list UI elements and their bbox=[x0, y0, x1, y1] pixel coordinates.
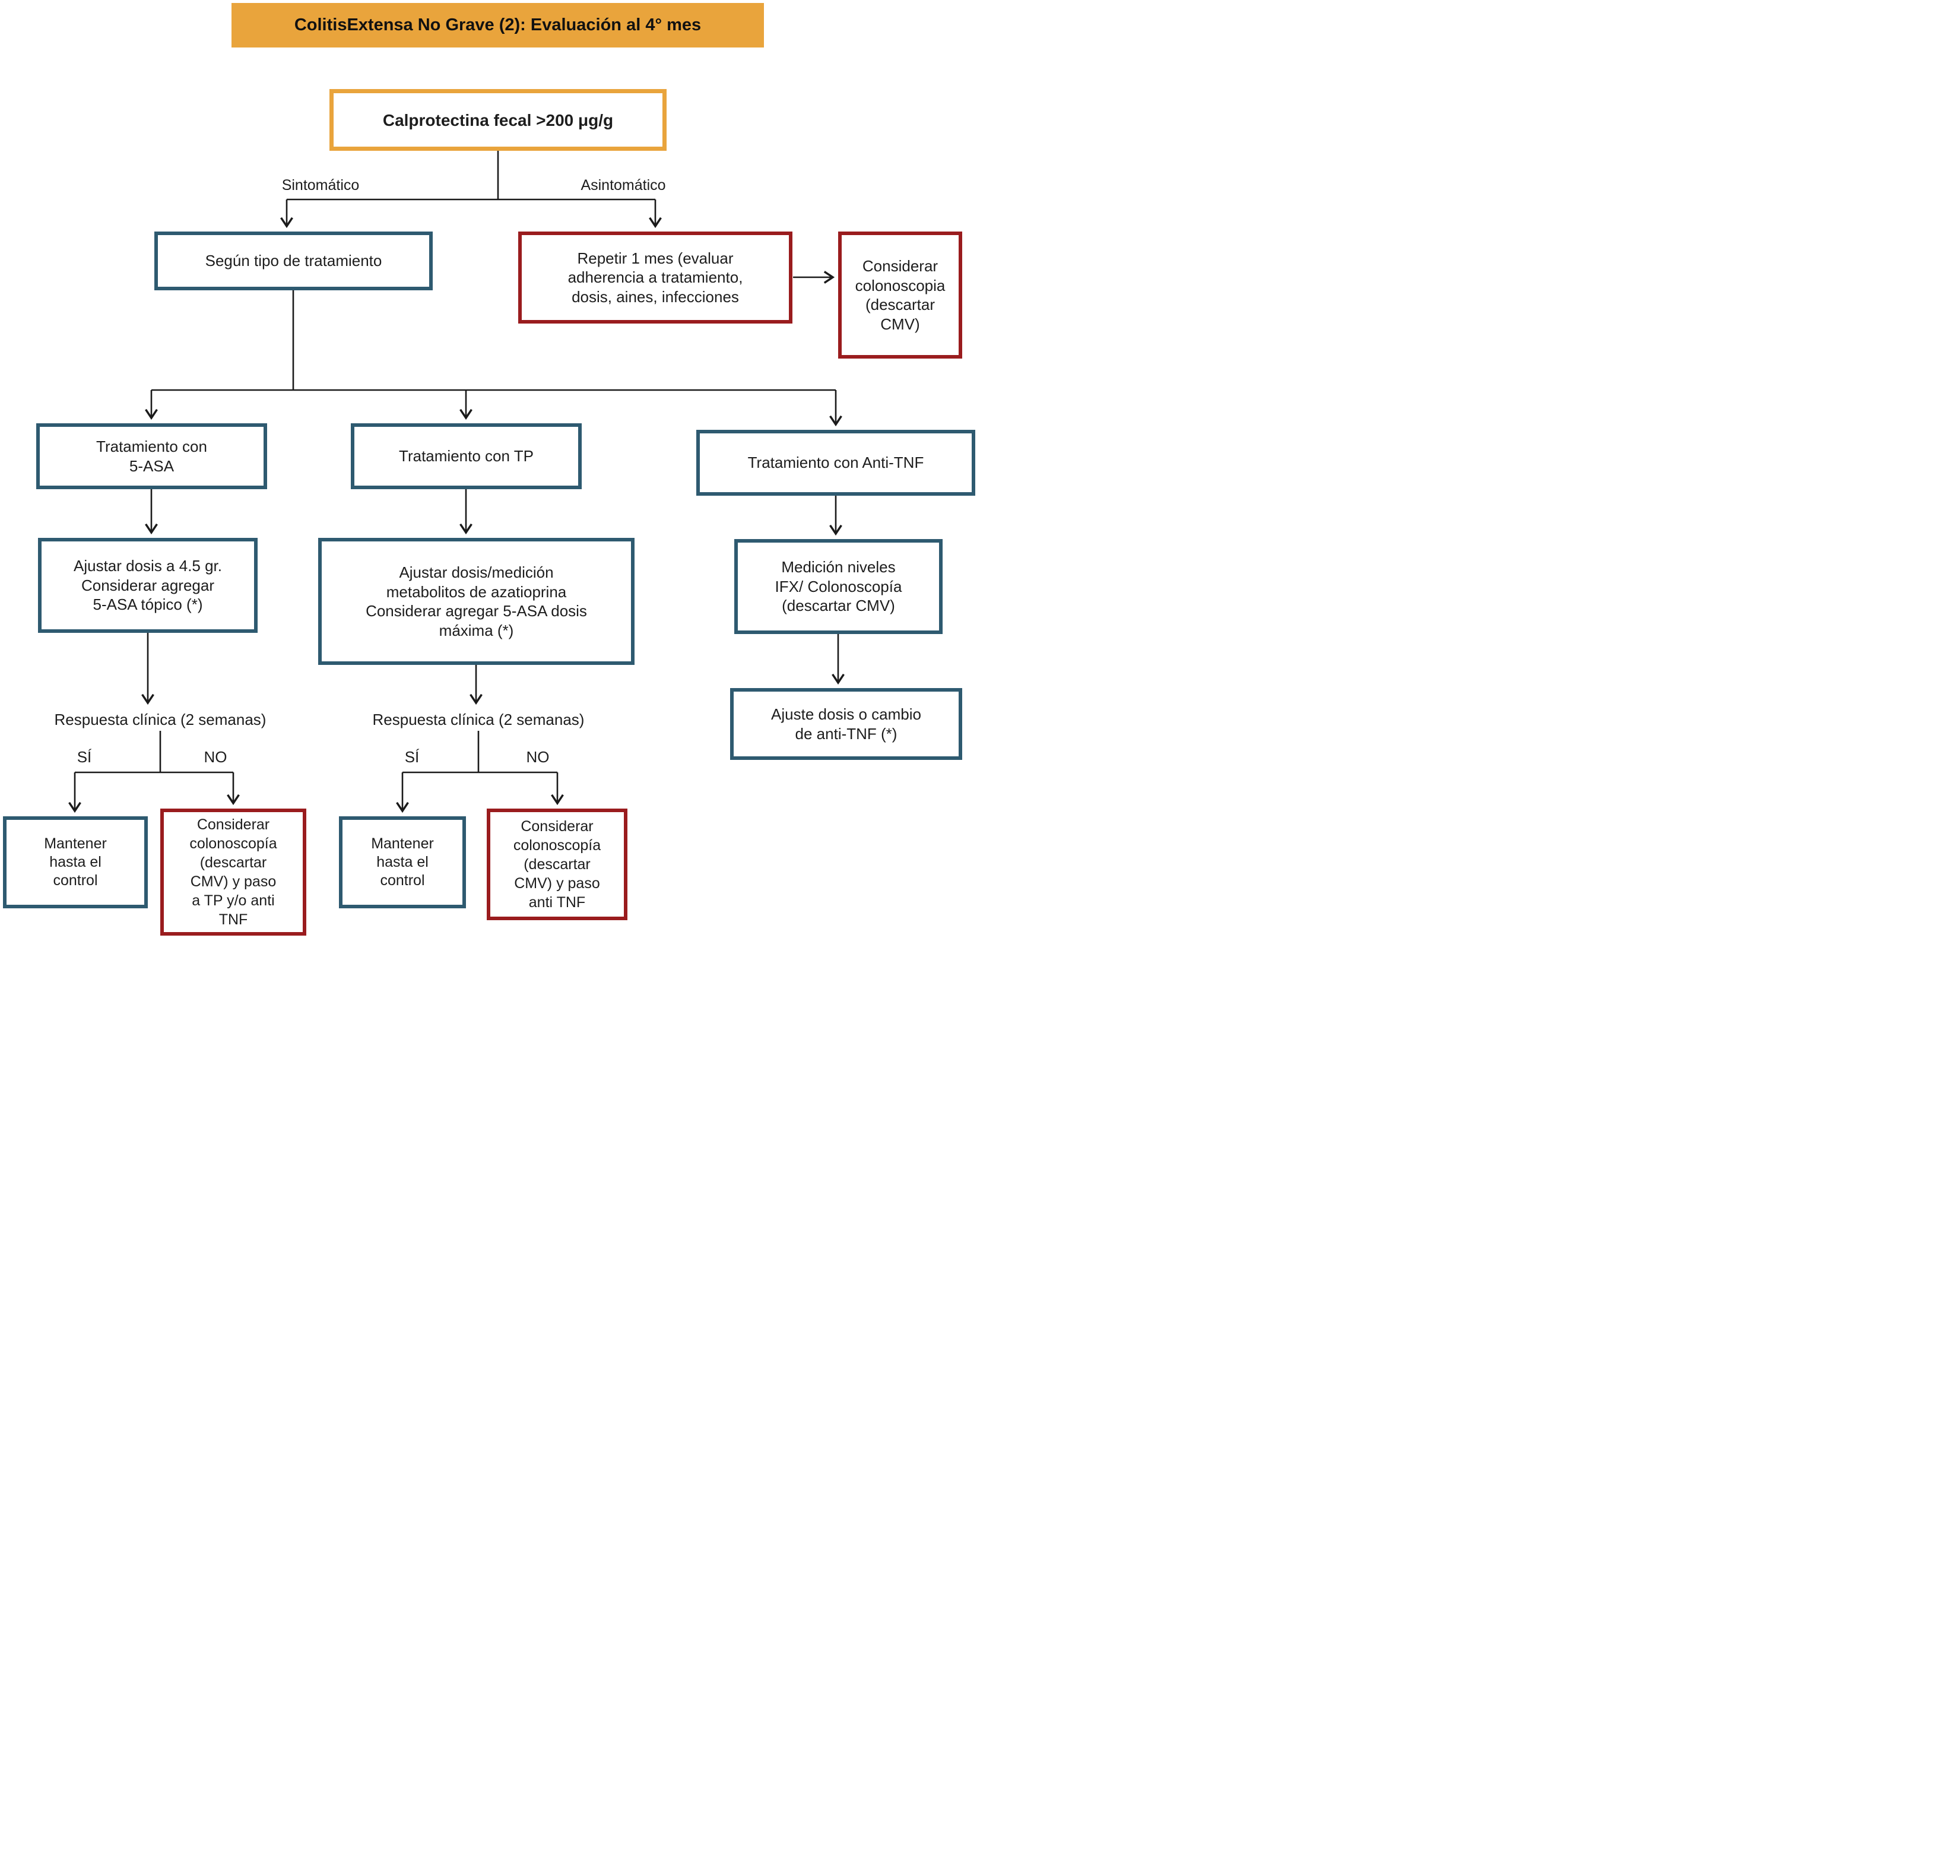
node-segun-tipo-tratamiento: Según tipo de tratamiento bbox=[154, 232, 433, 290]
node-ajustar-dosis-tp: Ajustar dosis/medición metabolitos de az… bbox=[318, 538, 635, 665]
label-no-tp: NO bbox=[526, 747, 550, 766]
node-mantener-control-tp: Mantener hasta el control bbox=[339, 816, 466, 908]
label-no-5asa: NO bbox=[204, 747, 227, 766]
branch-label-sintomatico: Sintomático bbox=[281, 177, 360, 194]
node-mantener-control-5asa: Mantener hasta el control bbox=[3, 816, 148, 908]
node-considerar-colonoscopia-tp: Considerar colonoscopía (descartar CMV) … bbox=[487, 809, 627, 920]
label-si-tp: SÍ bbox=[404, 747, 420, 766]
node-medicion-niveles-ifx: Medición niveles IFX/ Colonoscopía (desc… bbox=[734, 539, 943, 634]
node-considerar-colonoscopia-asintomatico: Considerar colonoscopia (descartar CMV) bbox=[838, 232, 962, 359]
page-title: ColitisExtensa No Grave (2): Evaluación … bbox=[231, 3, 764, 47]
node-repetir-1-mes: Repetir 1 mes (evaluar adherencia a trat… bbox=[518, 232, 792, 324]
node-tratamiento-5asa: Tratamiento con 5-ASA bbox=[36, 423, 267, 489]
branch-label-asintomatico: Asintomático bbox=[581, 177, 666, 194]
node-ajustar-dosis-5asa: Ajustar dosis a 4.5 gr. Considerar agreg… bbox=[38, 538, 258, 633]
connector-layer bbox=[68, 151, 845, 813]
label-respuesta-clinica-tp: Respuesta clínica (2 semanas) bbox=[372, 710, 585, 728]
label-respuesta-clinica-5asa: Respuesta clínica (2 semanas) bbox=[54, 710, 267, 728]
node-ajuste-dosis-antitnf: Ajuste dosis o cambio de anti-TNF (*) bbox=[730, 688, 962, 760]
node-calprotectina: Calprotectina fecal >200 μg/g bbox=[329, 89, 667, 151]
node-tratamiento-antitnf: Tratamiento con Anti-TNF bbox=[696, 430, 975, 496]
node-considerar-colonoscopia-5asa: Considerar colonoscopía (descartar CMV) … bbox=[160, 809, 306, 936]
node-tratamiento-tp: Tratamiento con TP bbox=[351, 423, 582, 489]
label-si-5asa: SÍ bbox=[77, 747, 92, 766]
flowchart-canvas: ColitisExtensa No Grave (2): Evaluación … bbox=[0, 0, 980, 938]
